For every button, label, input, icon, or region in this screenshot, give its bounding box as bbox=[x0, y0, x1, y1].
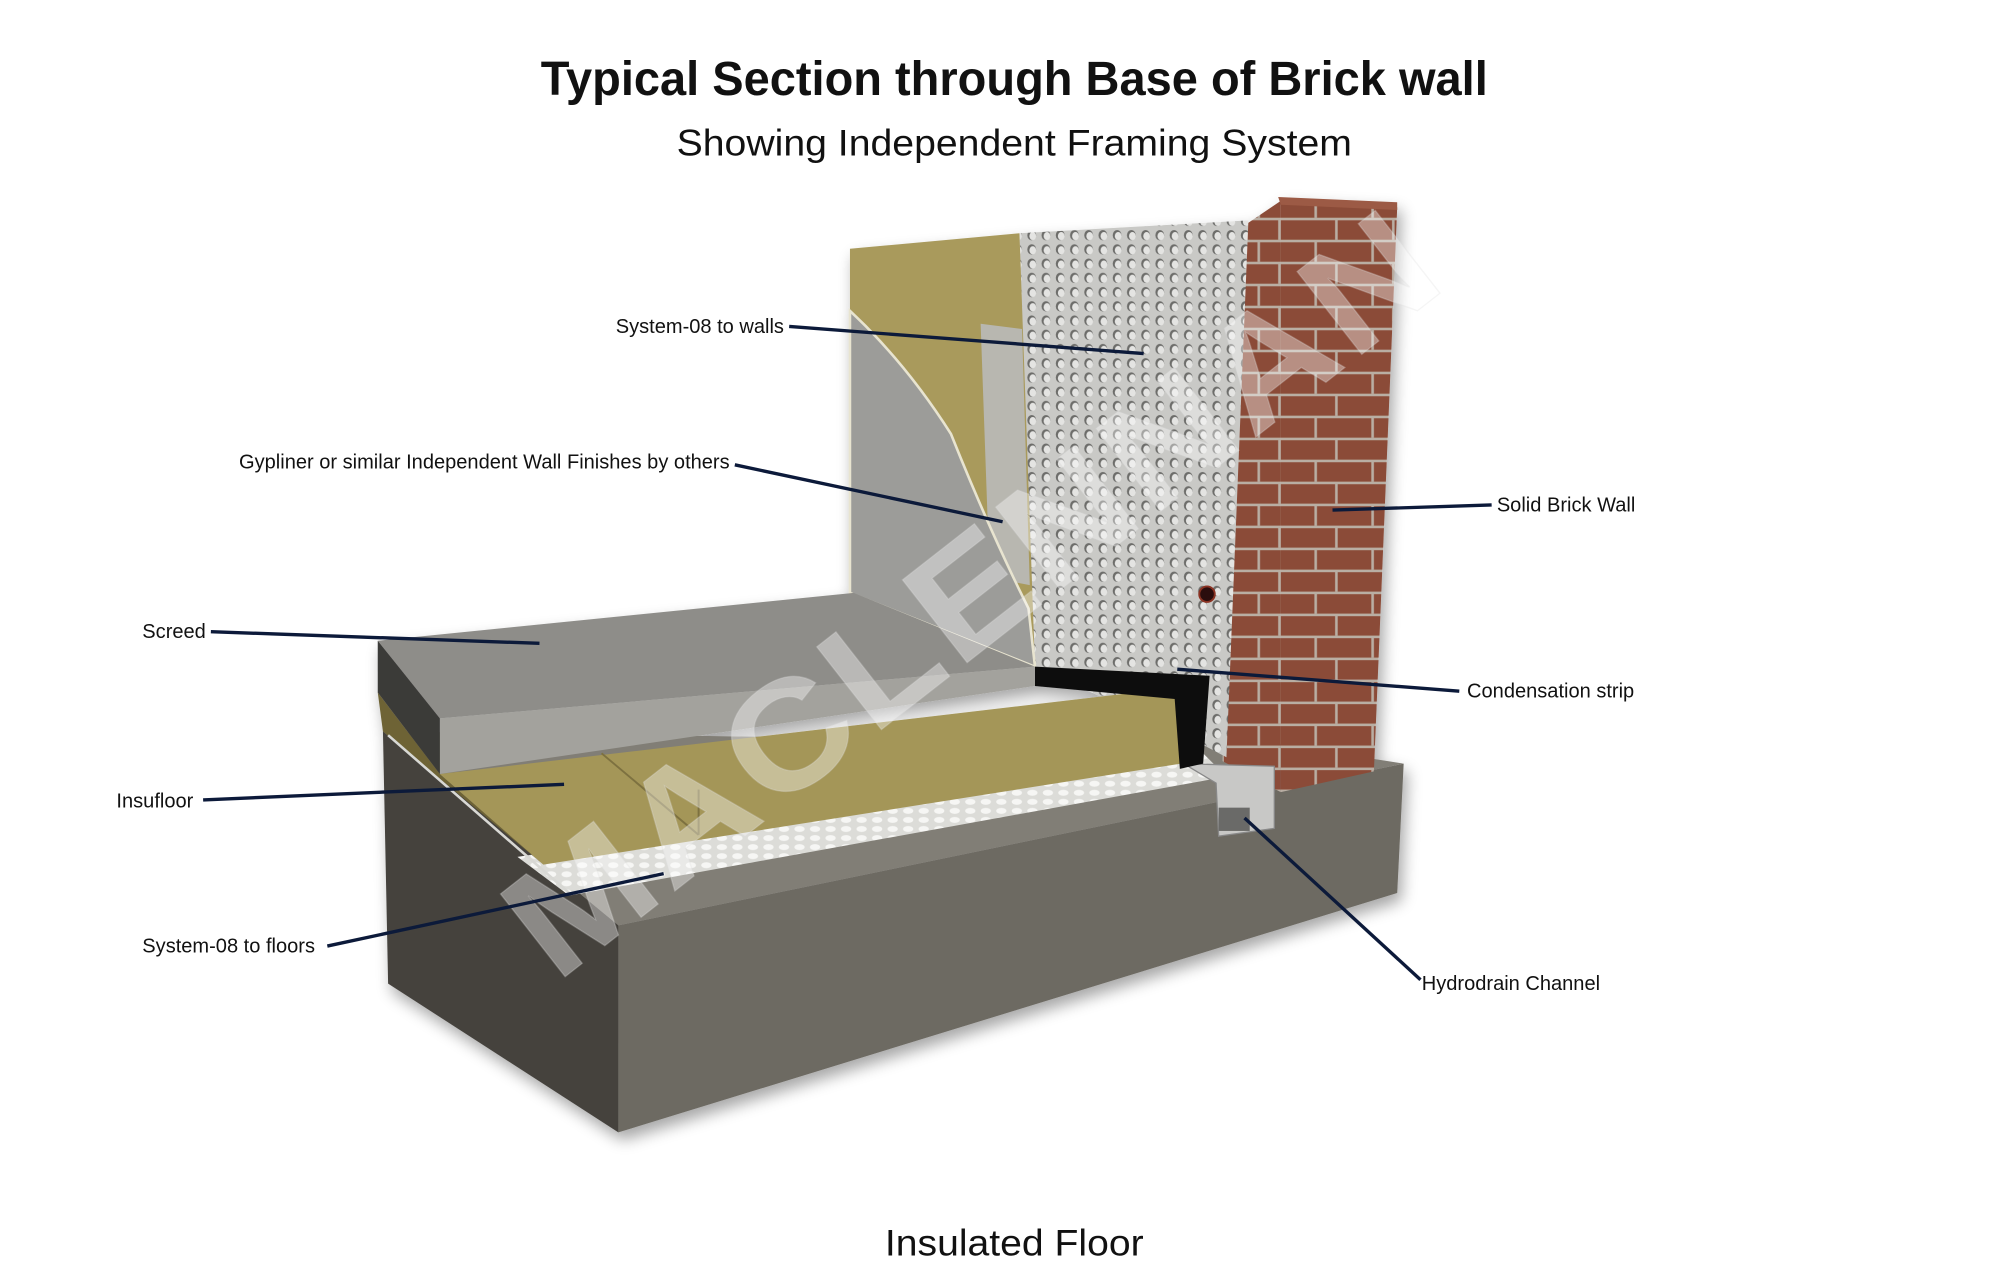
leader-solid-brick-wall bbox=[1332, 503, 1492, 512]
condensation-strip bbox=[1034, 666, 1210, 769]
insufloor-front bbox=[439, 686, 1197, 865]
label-solid-brick-wall: Solid Brick Wall bbox=[1497, 494, 1636, 516]
label-screed: Screed bbox=[142, 621, 206, 643]
leader-condensation-strip bbox=[1177, 667, 1460, 693]
label-condensation-strip: Condensation strip bbox=[1467, 681, 1634, 703]
concrete-base-front bbox=[618, 763, 1404, 1133]
wall-membrane bbox=[1019, 220, 1249, 758]
brick-wall-top bbox=[1278, 197, 1398, 210]
label-insufloor: Insufloor bbox=[116, 791, 193, 813]
concrete-base-side bbox=[382, 731, 619, 1133]
gypliner-board bbox=[848, 307, 1037, 669]
floor-membrane bbox=[517, 753, 1227, 896]
diagram-title: Typical Section through Base of Brick wa… bbox=[541, 53, 1488, 106]
label-system08-floors: System-08 to floors bbox=[142, 936, 315, 958]
diagram-caption: Insulated Floor bbox=[885, 1221, 1144, 1263]
leader-gypliner bbox=[734, 463, 1003, 524]
screed-top bbox=[377, 592, 1035, 719]
screed-front bbox=[439, 666, 1035, 775]
leader-system08-walls bbox=[789, 324, 1144, 356]
diagram-subtitle: Showing Independent Framing System bbox=[677, 122, 1352, 164]
membrane-edge bbox=[387, 734, 571, 895]
leader-system08-floors bbox=[326, 871, 665, 948]
insufloor-joint bbox=[600, 752, 700, 836]
leader-screed bbox=[210, 630, 540, 646]
channel-opening bbox=[1218, 807, 1250, 831]
label-hydrodrain-channel: Hydrodrain Channel bbox=[1422, 973, 1600, 995]
screed-side bbox=[377, 640, 440, 775]
hydrodrain-channel bbox=[1181, 762, 1275, 837]
label-gypliner: Gypliner or similar Independent Wall Fin… bbox=[239, 452, 730, 474]
drain-outlet bbox=[1198, 585, 1216, 603]
label-system08-walls: System-08 to walls bbox=[616, 316, 784, 338]
leader-hydrodrain-channel bbox=[1243, 816, 1422, 981]
leader-insufloor bbox=[203, 782, 565, 802]
brick-wall-front bbox=[1280, 200, 1398, 793]
